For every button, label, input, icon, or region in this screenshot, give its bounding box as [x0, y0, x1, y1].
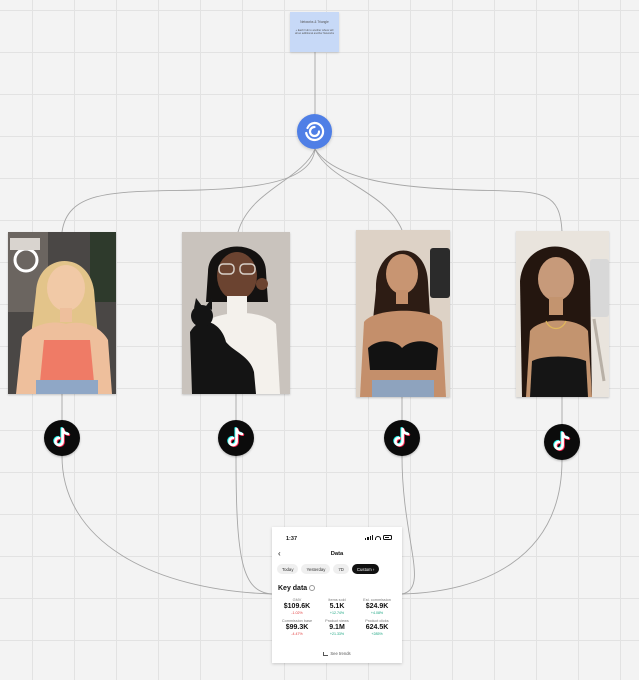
metric-items-sold[interactable]: Items sold 5.1K +12.74%: [317, 598, 357, 615]
filter-yesterday[interactable]: Yesterday: [301, 564, 331, 574]
tiktok-icon-1[interactable]: [44, 420, 80, 456]
trend-chart-icon: [323, 651, 329, 656]
metric-label: GMV: [292, 598, 302, 602]
creator-photo-3-image: [356, 230, 450, 397]
metric-value: 9.1M: [329, 624, 345, 631]
see-trends-link[interactable]: See trends: [272, 651, 402, 656]
filter-today[interactable]: Today: [277, 564, 299, 574]
filter-7d[interactable]: 7D: [333, 564, 349, 574]
sticky-note[interactable]: Networks & Triangle + Each hub to anothe…: [290, 12, 339, 52]
status-time: 1:37: [286, 536, 298, 542]
metrics-grid: GMV $109.6K -1.02% Items sold 5.1K +12.7…: [277, 598, 397, 636]
metric-value: $109.6K: [283, 603, 311, 610]
creator-photo-1-image: [8, 232, 116, 394]
creator-photo-4[interactable]: [516, 231, 609, 397]
metric-est-commission[interactable]: Est. commission $24.9K +4.08%: [357, 598, 397, 615]
metric-change: +4.08%: [370, 611, 384, 615]
metric-change: +21.33%: [329, 632, 345, 636]
metric-value: $24.9K: [365, 603, 389, 610]
hub-node[interactable]: [297, 114, 332, 149]
key-data-title: Key data: [278, 585, 308, 592]
date-filter-tabs: Today Yesterday 7D Custom: [277, 564, 380, 574]
metric-label: Items sold: [328, 598, 346, 602]
sticky-note-title: Networks & Triangle: [300, 20, 329, 24]
screen-title: Data: [330, 551, 344, 557]
key-data-heading: Key data: [278, 585, 316, 592]
tiktok-logo-icon: [553, 431, 571, 452]
metric-gmv[interactable]: GMV $109.6K -1.02%: [277, 598, 317, 615]
signal-icon: [365, 535, 373, 540]
metric-label: Product clicks: [365, 619, 389, 623]
creator-photo-2[interactable]: [182, 232, 290, 394]
status-icons: [365, 535, 392, 540]
tiktok-logo-icon: [393, 427, 411, 448]
metric-change: +12.74%: [329, 611, 345, 615]
metric-product-clicks[interactable]: Product clicks 624.5K +285%: [357, 619, 397, 636]
metric-change: +285%: [371, 632, 383, 636]
sticky-note-text: + Each hub to another where will all an …: [294, 29, 335, 36]
info-icon[interactable]: [309, 585, 316, 592]
tiktok-logo-icon: [227, 427, 245, 448]
metric-value: $99.3K: [285, 624, 309, 631]
swirl-logo-icon: [305, 121, 325, 142]
back-chevron-icon[interactable]: ‹: [278, 549, 281, 558]
metric-value: 5.1K: [329, 603, 345, 610]
creator-photo-2-image: [182, 232, 290, 394]
metric-value: 624.5K: [365, 624, 389, 631]
battery-icon: [383, 535, 392, 540]
analytics-dashboard-screenshot[interactable]: 1:37 ‹ Data Today Yesterday 7D Custom Ke…: [272, 527, 402, 663]
metric-label: Est. commission: [363, 598, 391, 602]
tiktok-icon-2[interactable]: [218, 420, 254, 456]
metric-label: Product views: [325, 619, 349, 623]
tiktok-icon-3[interactable]: [384, 420, 420, 456]
metric-label: Commission base: [281, 619, 313, 623]
filter-custom[interactable]: Custom: [351, 564, 380, 574]
creator-photo-3[interactable]: [356, 230, 450, 397]
wifi-icon: [375, 535, 381, 540]
creator-photo-4-image: [516, 231, 609, 397]
metric-change: -4.47%: [291, 632, 303, 636]
metric-change: -1.02%: [291, 611, 303, 615]
metric-commission-base[interactable]: Commission base $99.3K -4.47%: [277, 619, 317, 636]
creator-photo-1[interactable]: [8, 232, 116, 394]
metric-product-views[interactable]: Product views 9.1M +21.33%: [317, 619, 357, 636]
see-trends-label: See trends: [330, 651, 351, 656]
tiktok-icon-4[interactable]: [544, 424, 580, 460]
tiktok-logo-icon: [53, 427, 71, 448]
